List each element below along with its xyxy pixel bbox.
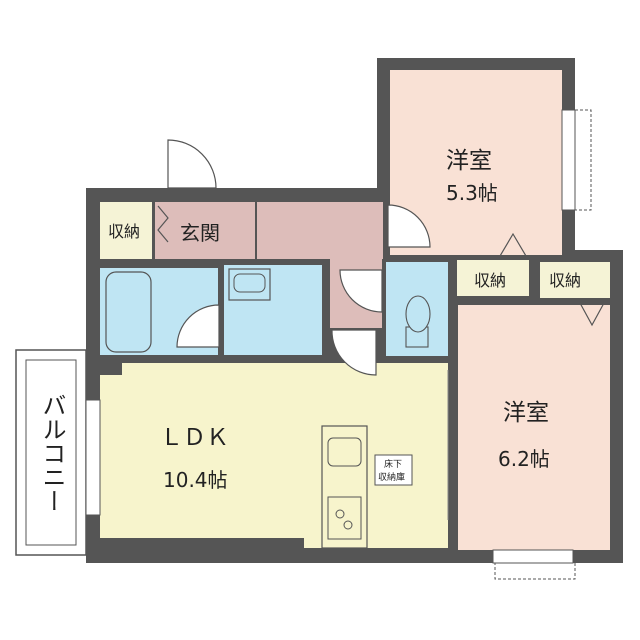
hall [257, 202, 383, 259]
room-size-western-1: 5.3帖 [446, 181, 498, 205]
room-label-western-1: 洋室 [446, 148, 492, 174]
door-washroom [176, 304, 220, 348]
room-size-western-2: 6.2帖 [498, 447, 550, 471]
washbasin [228, 268, 271, 301]
entrance-floor [155, 202, 255, 259]
western-room-2 [458, 305, 610, 550]
door-hall [339, 269, 383, 313]
underfloor-storage-line2: 収納庫 [378, 471, 405, 483]
storage-right [540, 262, 610, 298]
storage-center-label: 収納 [474, 271, 506, 290]
sink [327, 437, 362, 467]
windows [85, 109, 592, 580]
room-size-ldk: 10.4帖 [163, 468, 228, 492]
storage-right-label: 収納 [549, 271, 581, 290]
room-label-western-2: 洋室 [503, 400, 549, 426]
stove [327, 496, 362, 540]
room-label-ldk: ＬＤＫ [160, 425, 229, 451]
storage-center [457, 260, 529, 296]
bathtub [105, 271, 152, 353]
balcony-label: バルコニー [38, 393, 66, 513]
underfloor-storage-line1: 床下 [384, 458, 402, 470]
front-door [167, 139, 217, 189]
door-ldk [331, 329, 377, 376]
underfloor-storage: 床下 収納庫 [374, 454, 413, 486]
door-west-1 [387, 204, 431, 248]
entrance-label: 玄関 [180, 221, 220, 245]
balcony: バルコニー [15, 349, 87, 556]
openings [157, 205, 605, 327]
kitchen-counter [321, 425, 368, 549]
storage-entrance [100, 202, 152, 259]
toilet [405, 295, 431, 348]
storage-boxes [100, 202, 610, 298]
doors [167, 139, 431, 376]
storage-entrance-label: 収納 [108, 222, 140, 241]
